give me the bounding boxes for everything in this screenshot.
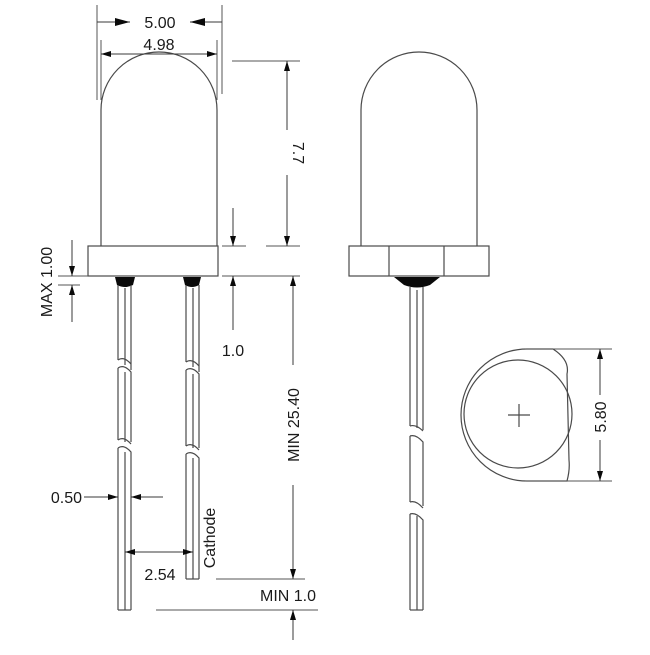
- dim-flange-height-label: MAX 1.00: [39, 247, 56, 317]
- dim-lead-pitch-label: 2.54: [144, 567, 175, 584]
- bottom-inner-circle: [463, 359, 573, 469]
- dim-outer-width-label: 5.00: [144, 15, 175, 32]
- anode-lead-base: [115, 277, 135, 287]
- dim-lead-width-label: 0.50: [51, 490, 82, 507]
- cathode-lead-base: [183, 277, 201, 287]
- dim-lead-offset: MIN 1.0: [156, 588, 318, 640]
- side-lead-base: [394, 277, 440, 288]
- dim-flange-height: MAX 1.00: [39, 240, 88, 322]
- anode-lead: [117, 285, 132, 611]
- dim-lead-length: MIN 25.40: [216, 276, 305, 580]
- dim-dome-height: 7.7: [232, 60, 306, 247]
- bottom-outer-outline: [460, 348, 570, 482]
- led-flange-front: [87, 245, 219, 277]
- dim-inner-width: 4.98: [100, 37, 218, 100]
- dim-dome-height-label: 7.7: [289, 142, 306, 164]
- dim-flange-gap-label: 1.0: [222, 343, 244, 360]
- dim-bottom-diameter: 5.80: [525, 348, 612, 482]
- dim-lead-width: 0.50: [51, 490, 163, 507]
- bottom-view: 5.80: [460, 348, 612, 482]
- dim-inner-width-label: 4.98: [143, 37, 174, 54]
- dim-lead-pitch: 2.54: [125, 549, 193, 584]
- dim-flange-gap: 1.0: [222, 208, 300, 360]
- side-lead: [409, 287, 424, 611]
- cathode-lead: [185, 285, 200, 580]
- front-view: 5.00 4.98 7.7 1.0: [39, 5, 318, 640]
- led-flange-side: [348, 245, 490, 277]
- cathode-label: Cathode: [202, 508, 219, 569]
- dim-bottom-diameter-label: 5.80: [593, 401, 610, 432]
- led-dome-side: [360, 51, 478, 246]
- dim-lead-length-label: MIN 25.40: [286, 388, 303, 462]
- led-dome-front: [100, 51, 218, 246]
- side-view: [348, 51, 490, 611]
- dim-lead-offset-label: MIN 1.0: [260, 588, 316, 605]
- dim-outer-width: 5.00: [96, 5, 223, 100]
